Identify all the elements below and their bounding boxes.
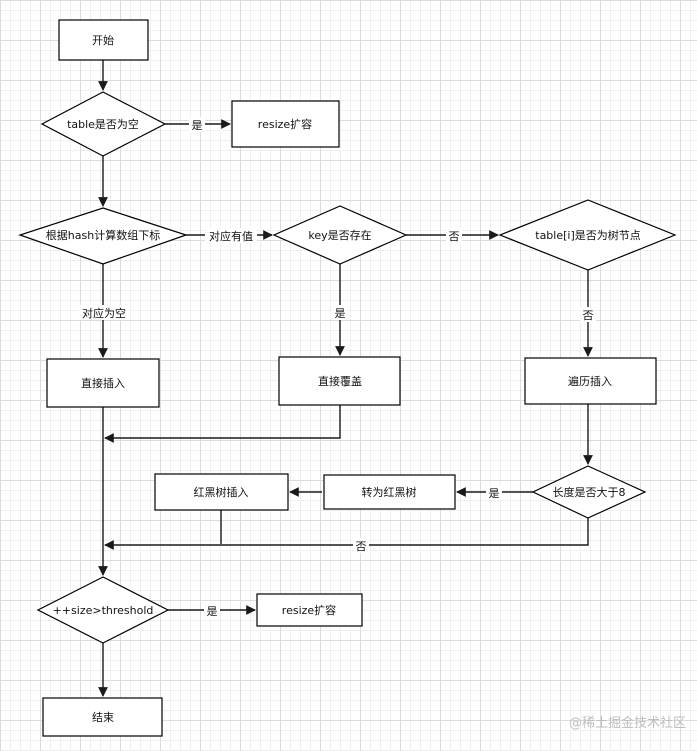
- label-key-yes: 是: [335, 307, 346, 320]
- node-traverse-insert-label: 遍历插入: [568, 374, 612, 388]
- node-size-check: ++size>threshold: [36, 576, 170, 644]
- node-start-label: 开始: [92, 33, 114, 47]
- node-is-tree-label: table[i]是否为树节点: [535, 228, 641, 242]
- node-rbtree-insert-label: 红黑树插入: [194, 485, 249, 499]
- node-start: 开始: [58, 19, 149, 61]
- label-tree-no: 否: [583, 309, 594, 322]
- edge-labels: 是 对应有值 否 对应为空 是 否 是 否 是: [78, 117, 596, 618]
- label-size-yes: 是: [207, 605, 218, 618]
- watermark: @稀土掘金技术社区: [569, 715, 686, 731]
- node-end: 结束: [42, 697, 163, 737]
- edge-overwrite-to-merge: [104, 405, 341, 443]
- node-key-exists: key是否存在: [272, 205, 408, 265]
- node-size-check-label: ++size>threshold: [53, 604, 154, 617]
- node-to-rbtree: 转为红黑树: [323, 474, 456, 510]
- node-direct-overwrite: 直接覆盖: [278, 356, 401, 406]
- node-traverse-insert: 遍历插入: [524, 357, 657, 405]
- label-table-empty-yes: 是: [192, 119, 203, 132]
- node-resize-1: resize扩容: [231, 100, 340, 148]
- node-rbtree-insert: 红黑树插入: [154, 473, 289, 511]
- label-gt8-no: 否: [356, 540, 367, 553]
- edge-length-check-no-to-merge: [104, 518, 589, 550]
- node-direct-overwrite-label: 直接覆盖: [318, 374, 362, 388]
- node-direct-insert: 直接插入: [46, 358, 160, 408]
- label-has-value: 对应有值: [209, 229, 253, 243]
- label-gt8-yes: 是: [489, 487, 500, 500]
- node-resize-2-label: resize扩容: [282, 603, 336, 617]
- node-is-tree: table[i]是否为树节点: [498, 199, 677, 271]
- node-resize-2: resize扩容: [256, 593, 363, 627]
- node-length-check: 长度是否大于8: [531, 465, 647, 519]
- node-calc-index-label: 根据hash计算数组下标: [46, 228, 160, 242]
- node-to-rbtree-label: 转为红黑树: [362, 485, 417, 499]
- node-key-exists-label: key是否存在: [308, 228, 371, 242]
- label-key-no: 否: [449, 230, 460, 243]
- node-table-empty: table是否为空: [40, 91, 167, 157]
- node-end-label: 结束: [92, 711, 114, 724]
- nodes: 开始 table是否为空 resize扩容 根据hash计算数组下标 key是否…: [18, 19, 677, 737]
- node-table-empty-label: table是否为空: [67, 117, 139, 131]
- node-direct-insert-label: 直接插入: [81, 376, 125, 390]
- node-length-check-label: 长度是否大于8: [553, 485, 626, 499]
- node-calc-index: 根据hash计算数组下标: [18, 207, 188, 265]
- label-empty-slot: 对应为空: [82, 306, 126, 320]
- node-resize-1-label: resize扩容: [258, 117, 312, 131]
